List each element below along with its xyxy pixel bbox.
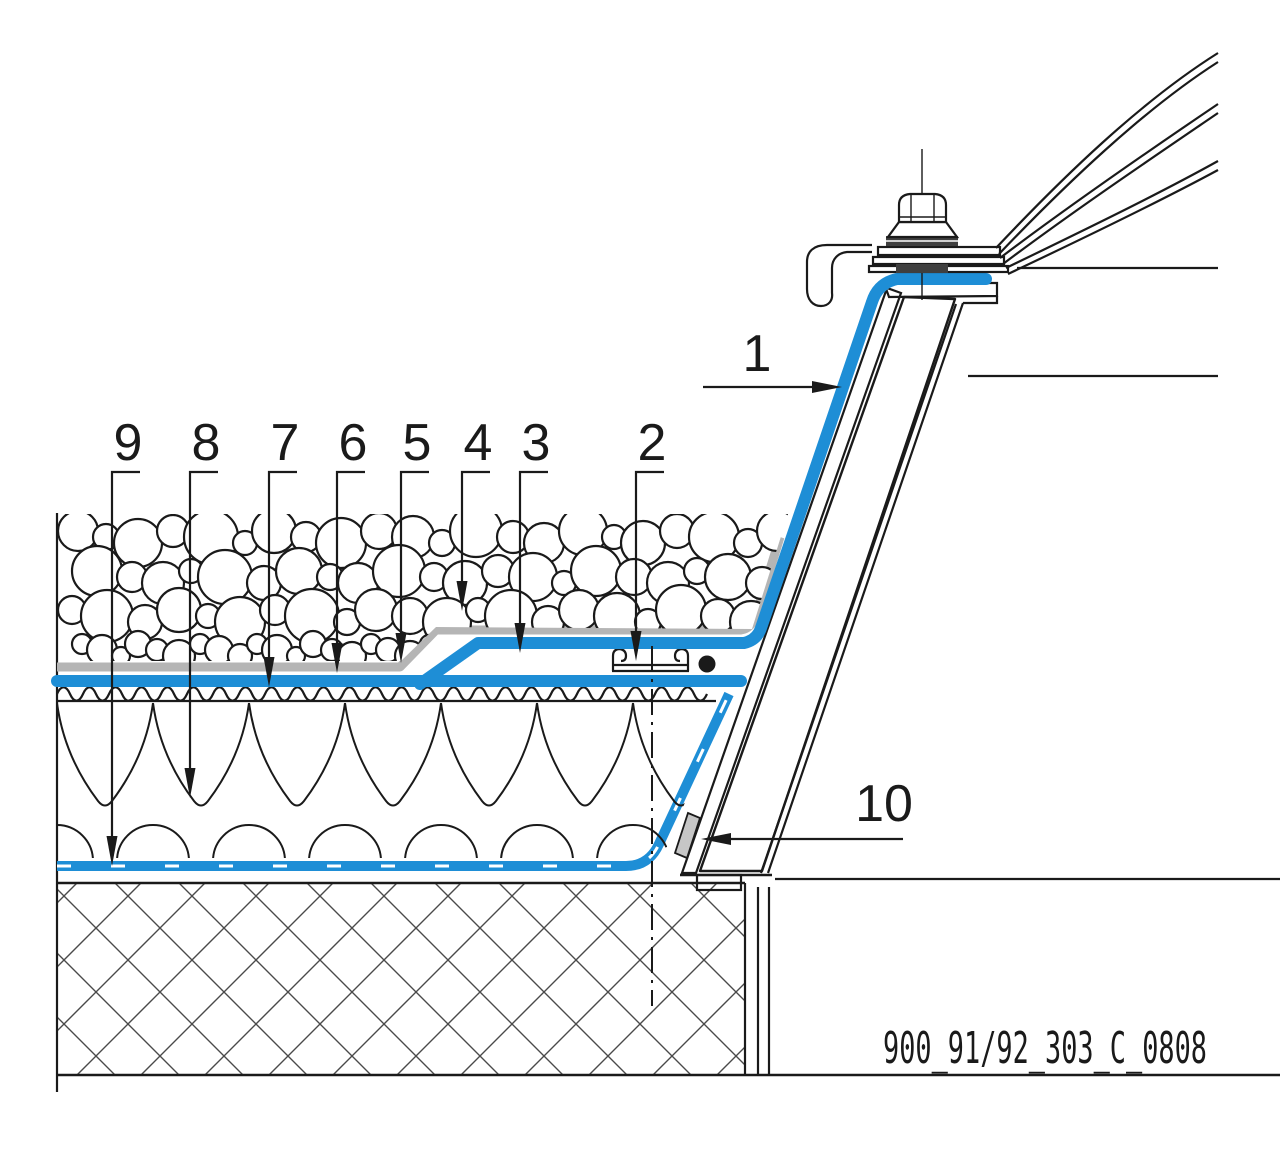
callout-6-label: 6	[339, 414, 368, 472]
sealing-strip-item10	[673, 811, 702, 860]
callout-6: 6	[331, 414, 368, 673]
callout-8-label: 8	[192, 414, 221, 472]
callout-3: 3	[514, 414, 551, 653]
concrete-deck	[55, 513, 1280, 1092]
insulation-layer	[57, 702, 728, 858]
bolt-cap	[897, 192, 948, 224]
bolt-skirt	[885, 220, 960, 239]
washer	[896, 264, 948, 273]
callout-10-label: 10	[855, 775, 913, 833]
separation-fleece-wavy-line	[55, 686, 709, 702]
skylight-curb	[673, 281, 999, 892]
callout-4-label: 4	[464, 414, 493, 472]
callout-2: 2	[630, 414, 667, 661]
callout-3-label: 3	[522, 414, 551, 472]
curb-right-face	[759, 302, 965, 874]
fastener-dot	[698, 655, 716, 673]
callout-9-label: 9	[114, 414, 143, 472]
skylight-frame-assembly	[805, 192, 1010, 308]
termination-rail	[611, 647, 690, 673]
callout-8: 8	[184, 414, 221, 798]
vapour-barrier-membrane	[57, 691, 734, 871]
callout-4: 4	[456, 414, 493, 611]
callout-10: 10	[701, 775, 913, 845]
edge-flashing-hem	[805, 243, 872, 308]
callouts: 9 8 7 6 5 4 3 2 1 10	[106, 325, 913, 866]
callout-2-label: 2	[638, 414, 667, 472]
callout-7: 7	[263, 414, 300, 687]
wall-edge-lines	[756, 887, 771, 1075]
callout-1: 1	[703, 325, 842, 393]
callout-7-label: 7	[271, 414, 300, 472]
callout-1-label: 1	[743, 325, 772, 383]
curb-sheathing-hatch	[680, 286, 903, 875]
callout-5-label: 5	[403, 414, 432, 472]
drawing-code: 900_91/92_303_C_0808	[883, 1023, 1207, 1074]
callout-5: 5	[395, 414, 432, 663]
curb-honeycomb-core	[698, 295, 957, 873]
callout-9: 9	[106, 414, 143, 866]
skylight-dome-shells	[995, 52, 1219, 275]
curb-flashing-membrane	[414, 273, 992, 690]
